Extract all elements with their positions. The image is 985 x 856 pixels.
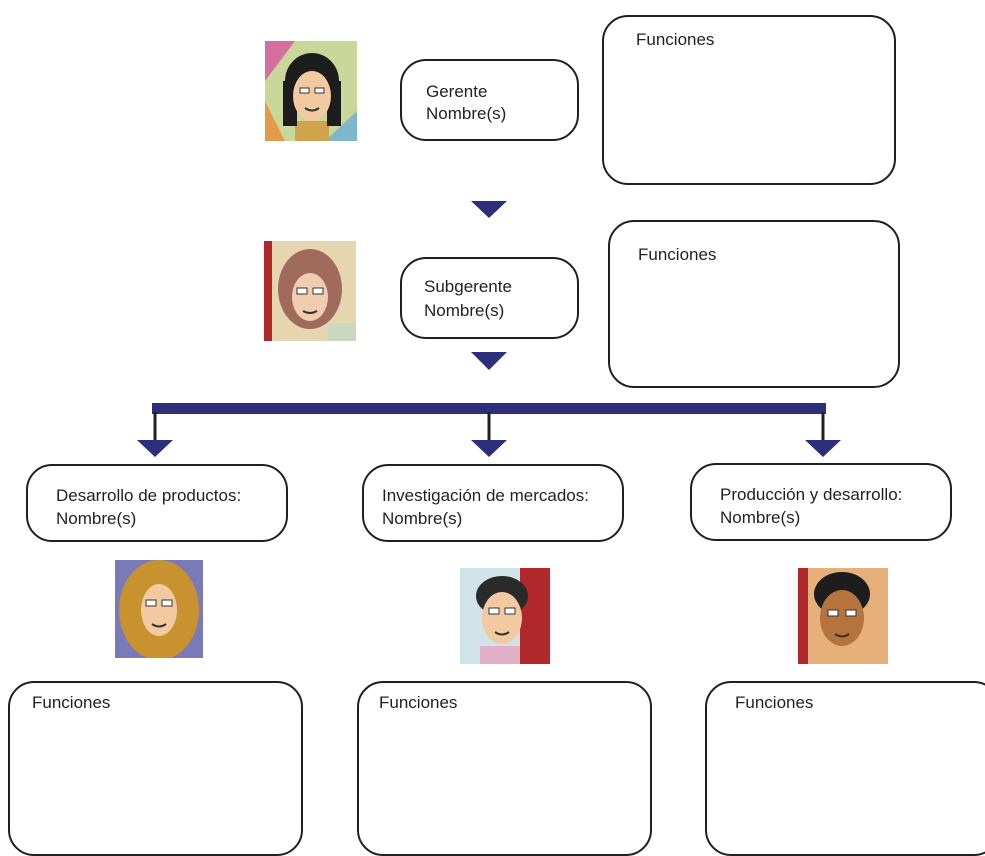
manager-role-box: Gerente Nombre(s) [400, 59, 579, 141]
department-name-label-produccion: Nombre(s) [720, 508, 801, 527]
manager-avatar [265, 41, 357, 141]
submanager-functions-box: Funciones [608, 220, 900, 388]
department-functions-box-produccion: Funciones [705, 681, 985, 856]
department-avatar-productos [115, 560, 203, 658]
submanager-role-box: Subgerente Nombre(s) [400, 257, 579, 339]
submanager-name-label: Nombre(s) [424, 301, 505, 320]
department-name-label-productos: Nombre(s) [56, 509, 137, 528]
arrow-submanager-to-bar [471, 352, 507, 370]
department-functions-box-mercados: Funciones [357, 681, 652, 856]
submanager-functions-label: Funciones [638, 245, 717, 264]
arrow-right [805, 440, 841, 457]
arrow-left [137, 440, 173, 457]
manager-functions-label: Funciones [636, 30, 715, 49]
submanager-title: Subgerente [424, 277, 512, 296]
department-functions-label-mercados: Funciones [379, 693, 458, 712]
department-box-mercados: Investigación de mercados: Nombre(s) [362, 464, 624, 542]
department-title-produccion: Producción y desarrollo: [720, 485, 903, 504]
department-name-label-mercados: Nombre(s) [382, 509, 463, 528]
horizontal-distribution-bar [152, 403, 826, 414]
submanager-avatar [264, 241, 356, 341]
department-avatar-mercados [460, 568, 550, 664]
department-functions-label-productos: Funciones [32, 693, 111, 712]
department-functions-label-produccion: Funciones [735, 693, 814, 712]
department-functions-box-productos: Funciones [8, 681, 303, 856]
manager-title: Gerente [426, 82, 488, 101]
arrow-center [471, 440, 507, 457]
arrow-manager-to-submanager [471, 201, 507, 218]
department-box-produccion: Producción y desarrollo: Nombre(s) [690, 463, 952, 541]
manager-functions-box: Funciones [602, 15, 896, 185]
department-title-mercados: Investigación de mercados: [382, 486, 589, 505]
department-avatar-produccion [798, 568, 888, 664]
department-title-productos: Desarrollo de productos: [56, 486, 242, 505]
department-box-productos: Desarrollo de productos: Nombre(s) [26, 464, 288, 542]
manager-name-label: Nombre(s) [426, 104, 507, 123]
